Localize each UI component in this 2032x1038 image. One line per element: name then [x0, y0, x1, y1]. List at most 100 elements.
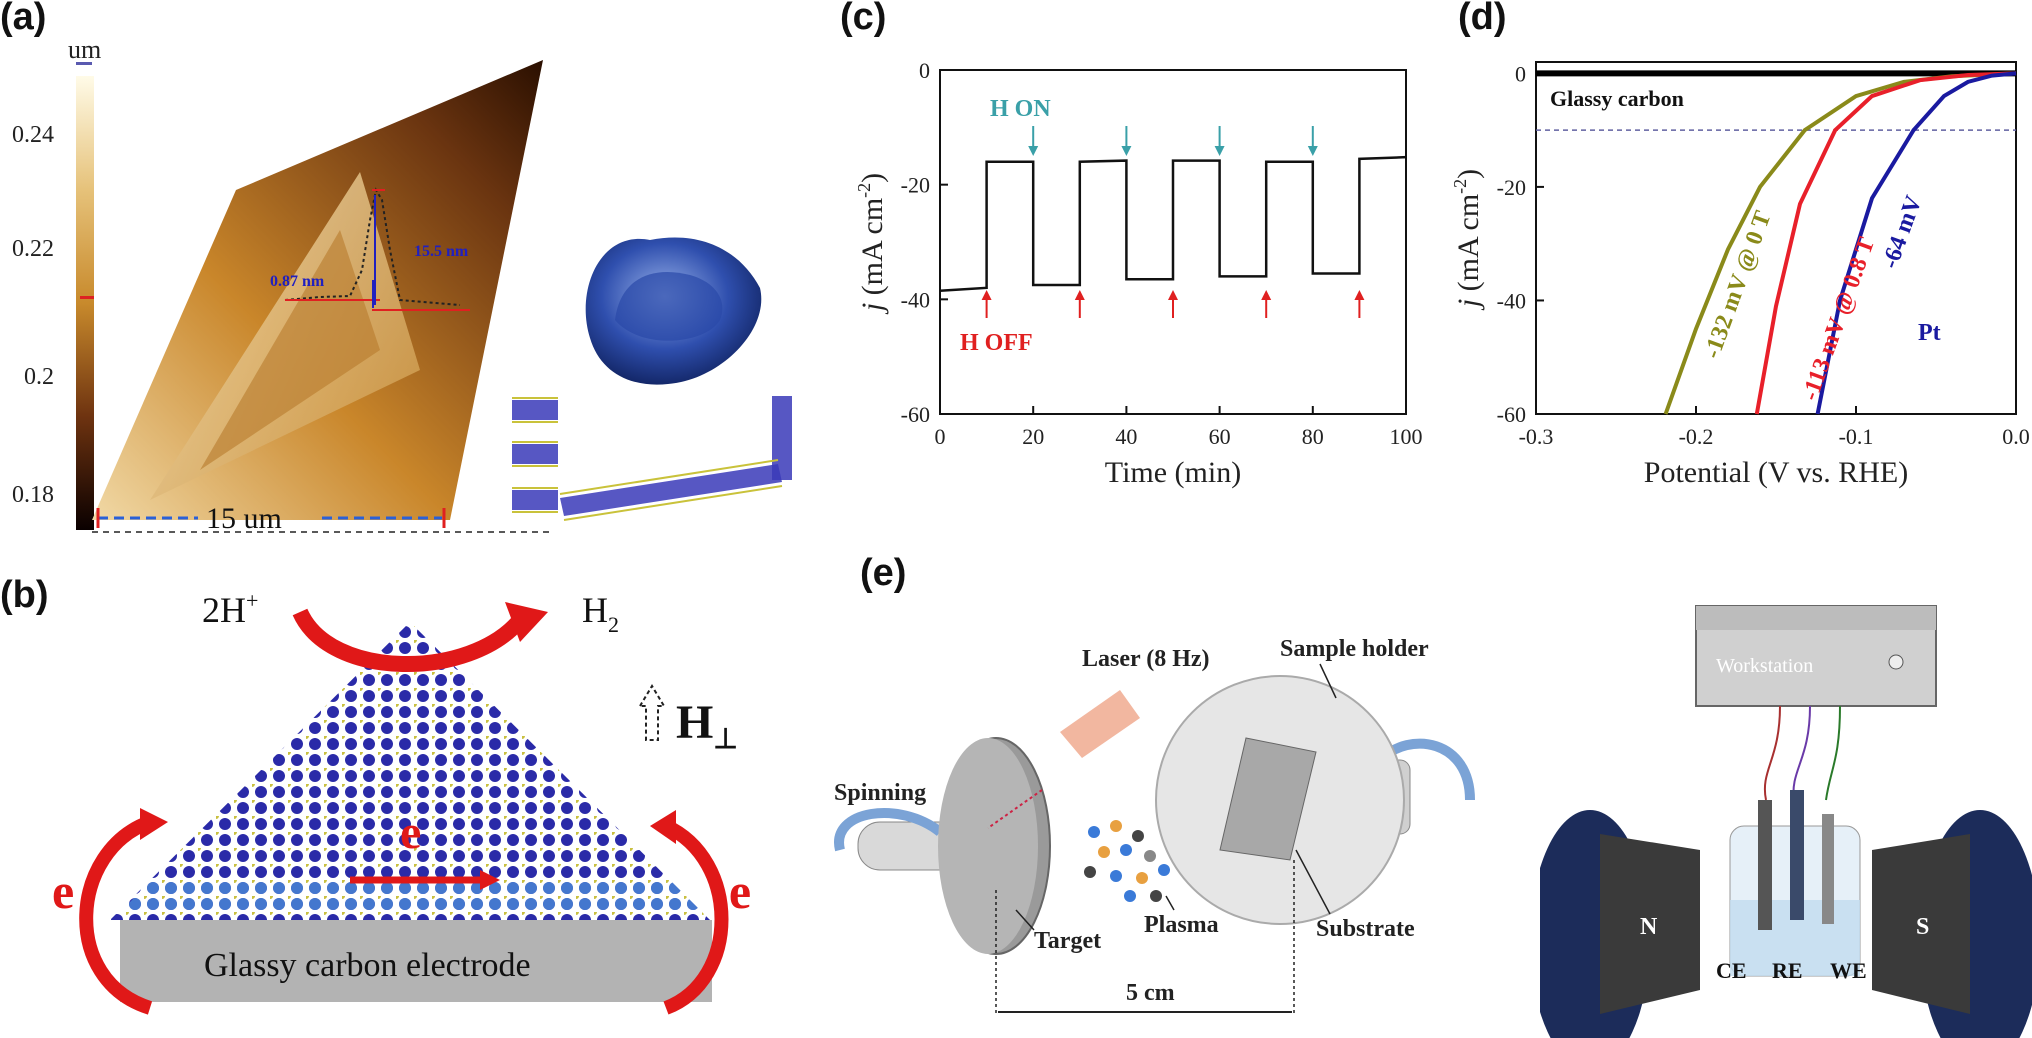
- mos2-triangle: [110, 622, 710, 920]
- laser-beam: [1060, 690, 1140, 758]
- height-profile: [284, 187, 461, 306]
- magnet-right-pole: [1872, 834, 1970, 1014]
- electrode-label: Glassy carbon electrode: [204, 947, 531, 984]
- electron-label-right: e: [729, 863, 751, 919]
- chart-d-xlabel: Potential (V vs. RHE): [1644, 456, 1908, 489]
- chart-c-annotation-on: H ON: [990, 96, 1051, 122]
- chart-c-ylabel-sup: -2: [854, 183, 874, 198]
- workstation-knob: [1888, 654, 1904, 670]
- chart-d-xtick-label-1: -0.2: [1679, 424, 1714, 449]
- chart-c-xtick-label-0: 0: [935, 424, 946, 449]
- workstation-top: [1696, 606, 1936, 630]
- chart-d-ylabel: j (mA cm-2): [1450, 169, 1485, 311]
- panel-label-a: (a): [0, 0, 47, 38]
- chart-c-ylabel-unit: (mA cm: [856, 198, 889, 303]
- dish-inner: [615, 272, 723, 341]
- lead-green: [1825, 705, 1841, 801]
- electron-arrow-right: [662, 819, 729, 1015]
- panel-label-b: (b): [0, 574, 49, 616]
- chart-c-xlabel: Time (min): [1105, 456, 1241, 489]
- chart-d-ylabel-j: j: [1452, 299, 1485, 311]
- sample-holder-label: Sample holder: [1280, 636, 1429, 662]
- holder-leader: [1319, 663, 1337, 699]
- electron-arrow-left: [79, 815, 153, 1015]
- chart-c-ytick-label-1: -20: [901, 173, 930, 198]
- chart-d-xtick-label-2: -0.1: [1839, 424, 1874, 449]
- colorbar-tick-0: 0.24: [12, 122, 54, 148]
- we-label: WE: [1830, 958, 1867, 983]
- lead-purple: [1792, 705, 1811, 801]
- chart-c-ytick-label-0: 0: [919, 58, 930, 83]
- lead-red: [1763, 705, 1781, 801]
- plasma-particles: [1084, 820, 1170, 902]
- electron-arrowhead-right: [650, 810, 676, 844]
- target-face: [938, 738, 1038, 954]
- spinning-label: Spinning: [834, 780, 926, 806]
- chart-d-series-3: [1815, 71, 2017, 415]
- chart-c-off-arrowhead-0: [981, 290, 992, 300]
- chart-c-off-arrowhead-1: [1074, 290, 1085, 300]
- chart-d-label-pt-value: -64 mV: [1877, 192, 1927, 272]
- pole-s-label: S: [1916, 914, 1929, 940]
- chart-c-xtick-label-1: 20: [1022, 424, 1044, 449]
- chart-d-ylabel-sup: -2: [1450, 179, 1470, 194]
- electron-label-center: e: [400, 806, 421, 859]
- height-label-large: 15.5 nm: [414, 243, 469, 260]
- chart-c-xtick-label-2: 40: [1115, 424, 1137, 449]
- colorbar-marker: [80, 296, 94, 299]
- electron-flow-arrowhead: [480, 870, 500, 890]
- chart-d-ylabel-close: ): [1452, 169, 1485, 179]
- field-arrow: [638, 684, 666, 741]
- plasma-leader: [1165, 895, 1175, 911]
- substrate: [1219, 737, 1317, 861]
- chart-c-xtick-label-3: 60: [1209, 424, 1231, 449]
- colorbar-unit: um: [68, 35, 101, 64]
- chart-d-plot-frame: [1535, 61, 2017, 415]
- panel-a-afm: um 0.24 0.22 0.2 0.18 0.87 nm 15.5 nm 15…: [12, 35, 792, 535]
- panel-label-c: (c): [840, 0, 887, 38]
- chart-c-plot-frame: [939, 69, 1407, 415]
- chart-c-off-arrowhead-3: [1261, 290, 1272, 300]
- chart-d-label-glassy-carbon: Glassy carbon: [1550, 86, 1684, 111]
- panel-b-schematic: Glassy carbon electrode 2H+ H2 H⊥ e e e: [52, 588, 751, 1015]
- distance-label: 5 cm: [1126, 980, 1175, 1006]
- chart-c-ytick-label-3: -60: [901, 402, 930, 427]
- chart-c-xtick-label-5: 100: [1390, 424, 1423, 449]
- colorbar-tick-3: 0.18: [12, 482, 54, 508]
- magnet-left-pole: [1600, 834, 1700, 1014]
- reference-electrode: [1790, 790, 1804, 920]
- reactant-label: 2H+: [202, 588, 258, 630]
- unit-mark: [76, 62, 92, 65]
- pole-n-label: N: [1640, 914, 1658, 940]
- chart-d-ylabel-unit: (mA cm: [1452, 194, 1485, 299]
- spinning-arrow: [834, 808, 944, 852]
- panel-label-d: (d): [1458, 0, 1507, 38]
- target-leader: [1015, 909, 1035, 931]
- workstation-label: Workstation: [1716, 655, 1813, 677]
- chart-c-off-arrowhead-2: [1168, 290, 1178, 300]
- chart-c-series-0: [939, 155, 1407, 292]
- field-label: H⊥: [676, 696, 738, 755]
- panel-label-e: (e): [860, 552, 907, 594]
- chart-d-series-2: [1754, 71, 2017, 415]
- laser-path: [987, 789, 1043, 829]
- electron-label-left: e: [52, 863, 74, 919]
- reaction-arrow: [292, 608, 527, 672]
- target-label: Target: [1034, 928, 1101, 954]
- chart-d-xtick-label-3: 0.0: [2002, 424, 2030, 449]
- reaction-arrowhead: [505, 602, 548, 642]
- chart-d-label-pt: Pt: [1918, 320, 1941, 346]
- chart-c-on-arrowhead-2: [1214, 146, 1225, 156]
- chart-d-ytick-label-0: 0: [1515, 61, 1526, 86]
- chart-d-ytick-label-3: -60: [1497, 402, 1526, 427]
- product-label: H2: [582, 590, 619, 637]
- mos2-triangle-base: [122, 882, 700, 910]
- chart-c-ytick-label-2: -40: [901, 287, 930, 312]
- chart-c-ylabel-close: ): [856, 173, 889, 183]
- afm-flake-inner: [200, 230, 380, 470]
- laser-label: Laser (8 Hz): [1082, 646, 1210, 672]
- chart-c-off-arrowhead-4: [1354, 290, 1365, 300]
- glassy-carbon-electrode: [120, 920, 712, 1002]
- chart-c-on-arrowhead-3: [1307, 146, 1318, 156]
